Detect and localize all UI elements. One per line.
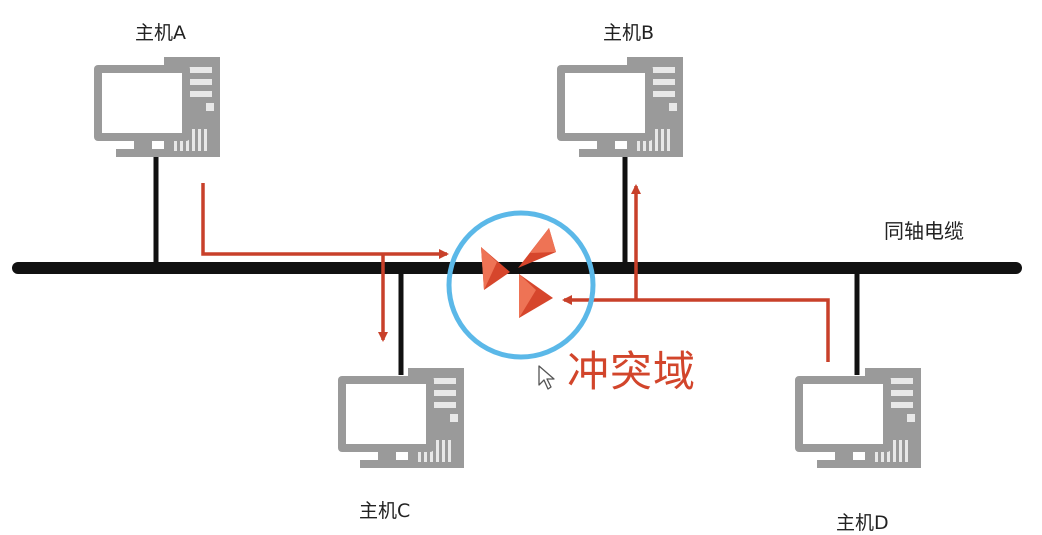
host-a-computer-icon [94,57,220,157]
host-c-label: 主机C [359,500,411,522]
host-c-computer-icon [338,368,464,468]
host-d-computer-icon [795,368,921,468]
coaxial-cable-label: 同轴电缆 [884,219,964,243]
collision-burst-icon [481,228,556,318]
host-b-computer-icon [557,57,683,157]
host-b-label: 主机B [603,22,655,44]
collision-domain-label: 冲突域 [567,347,697,396]
host-a-label: 主机A [135,22,186,44]
mouse-cursor-icon [538,365,555,390]
signal-arrow-from-host-a [201,183,449,259]
host-d-label: 主机D [836,512,889,534]
signal-arrow-from-host-d [562,295,830,362]
collision-ring [446,210,596,360]
